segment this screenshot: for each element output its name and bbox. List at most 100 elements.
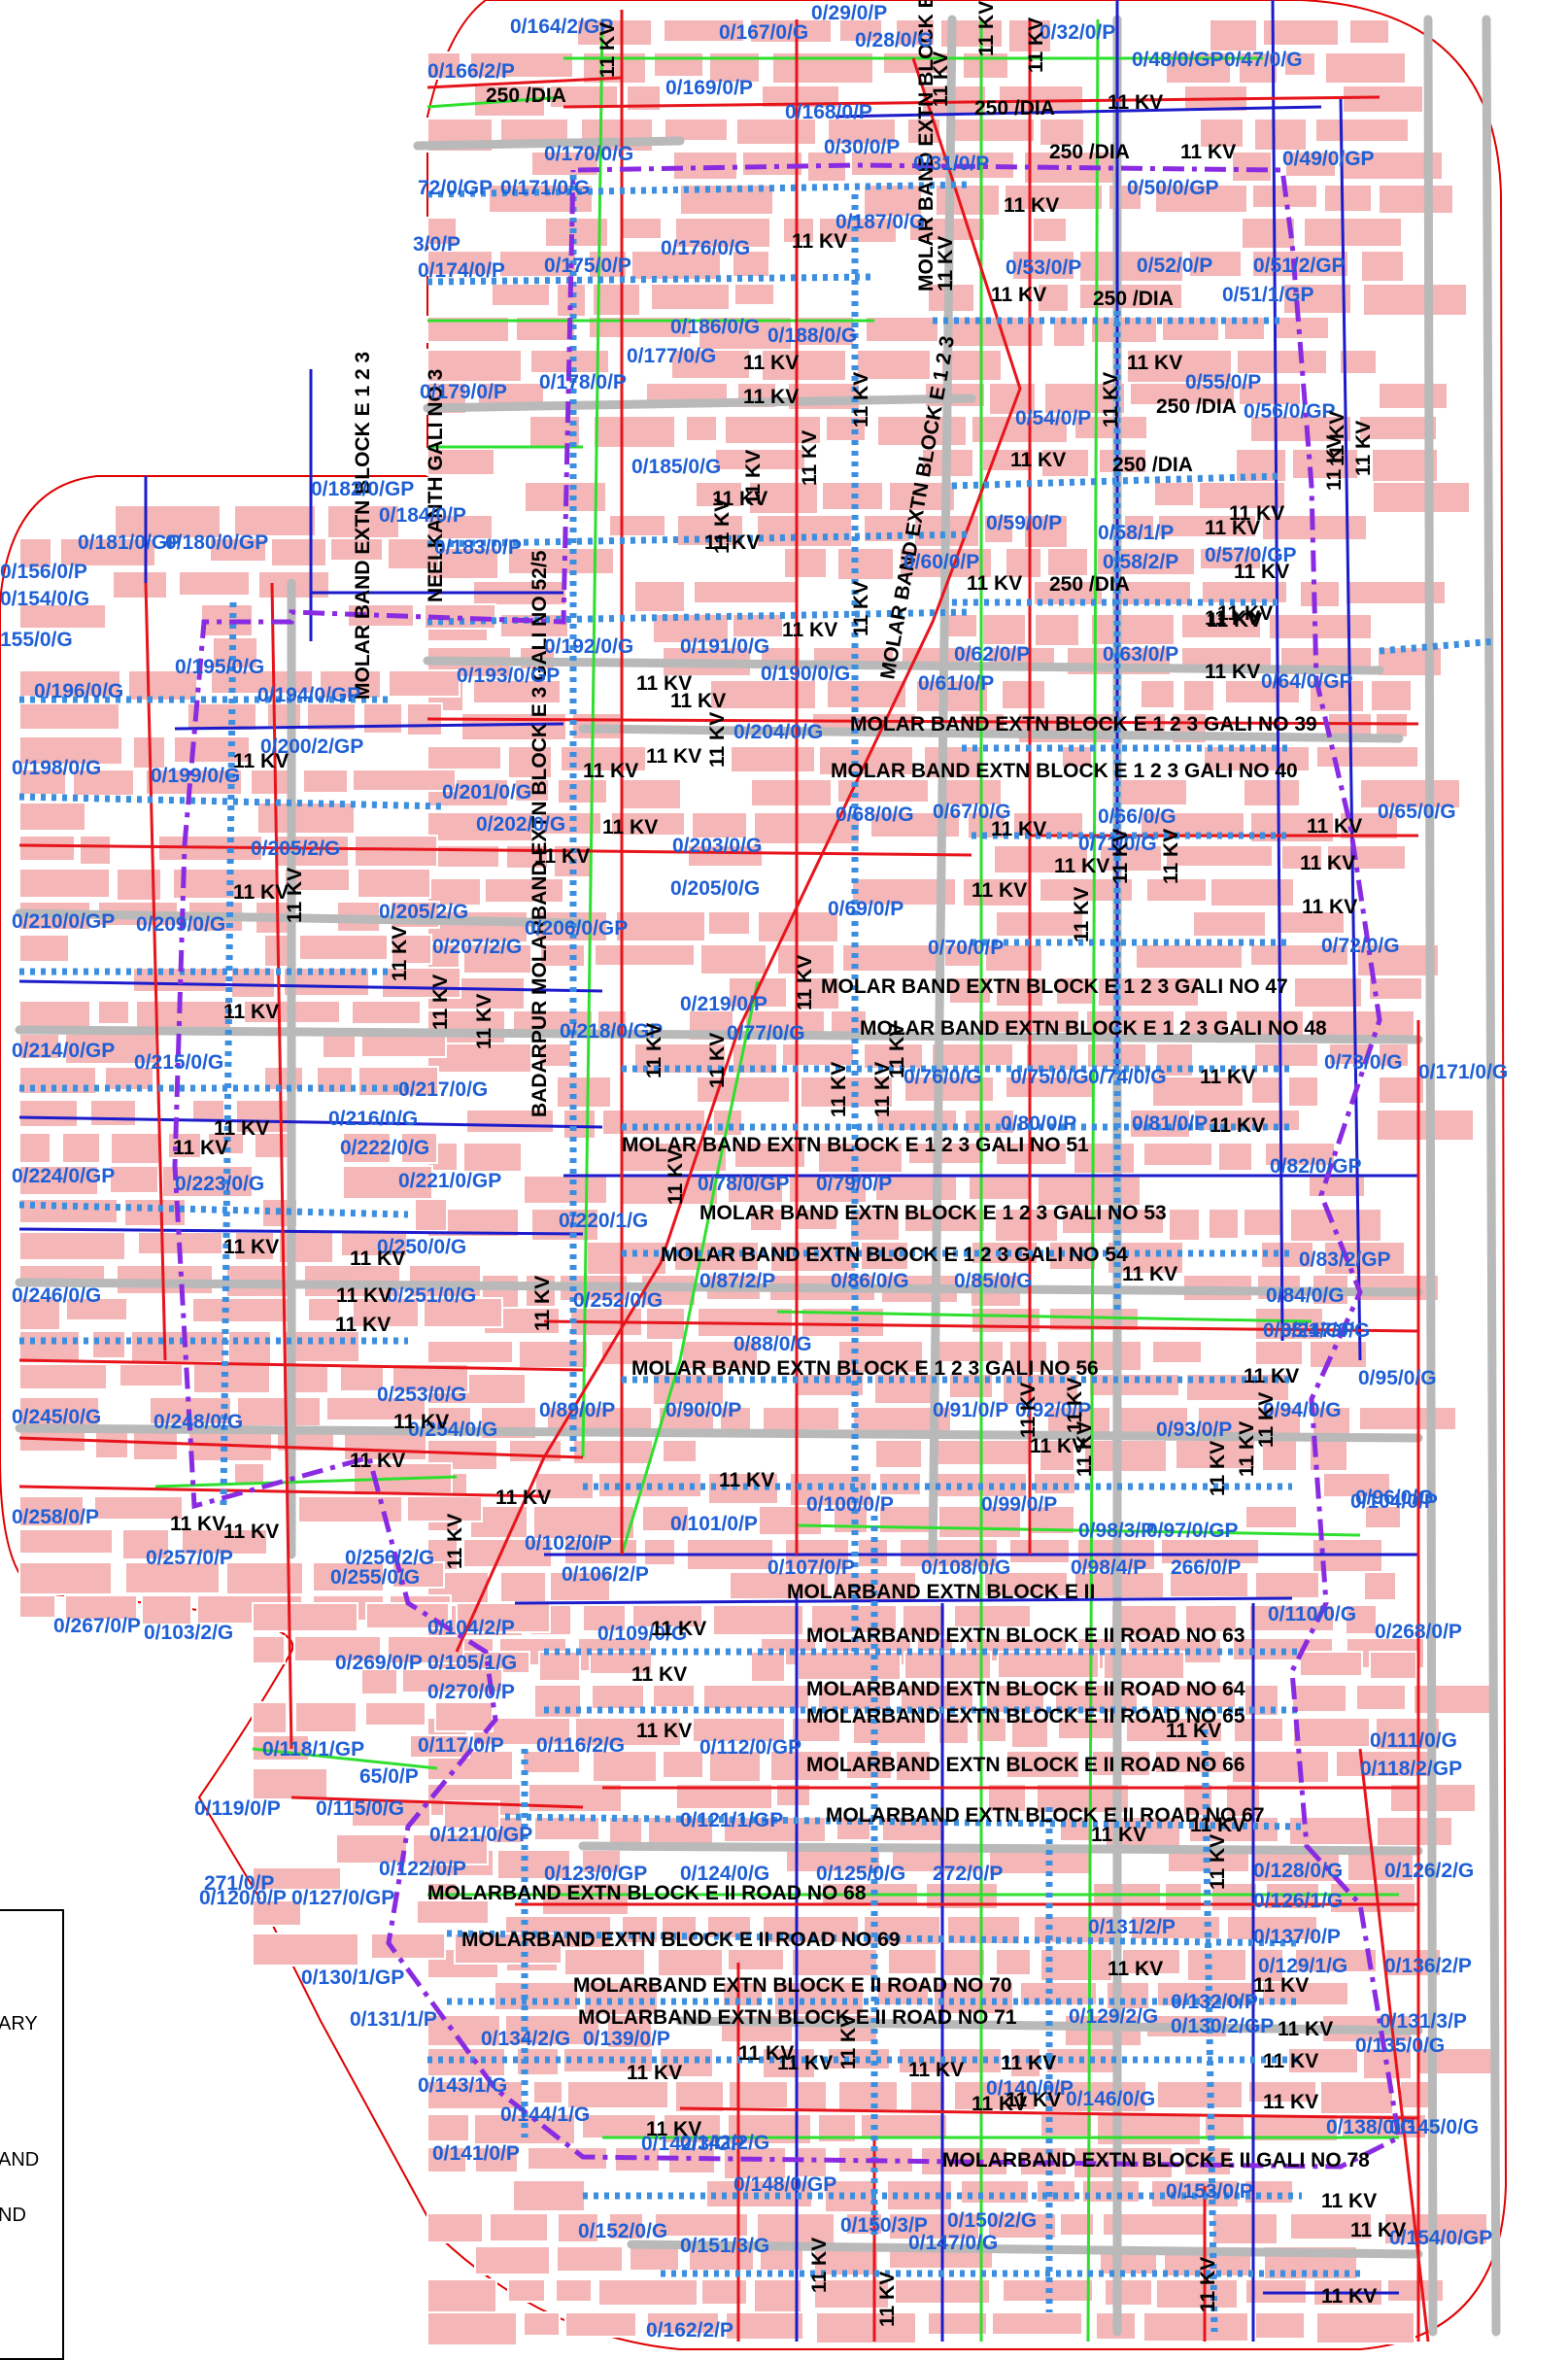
dia-label: 250 /DIA: [1156, 395, 1237, 418]
building: [145, 769, 243, 796]
building: [252, 1635, 286, 1664]
building: [1153, 481, 1195, 507]
pole-label: 0/205/2/G: [379, 901, 468, 923]
road: [928, 15, 957, 1559]
building: [1253, 1043, 1319, 1068]
building: [1129, 382, 1236, 406]
street-label: MOLARBAND EXTN BLOCK E II ROAD NO 65: [806, 1705, 1245, 1727]
pole-label: 0/118/1/GP: [262, 1738, 364, 1761]
building: [1364, 1505, 1402, 1529]
kv-label: 11 KV: [742, 450, 765, 505]
pole-label: 0/85/1/GP: [1263, 1319, 1355, 1342]
pole-label: 0/119/0/P: [194, 1797, 281, 1820]
legend-box: ARY AND ND: [0, 1909, 64, 2360]
pole-label: 0/128/0/G: [1253, 1860, 1343, 1882]
kv-label: 11 KV: [627, 2062, 682, 2084]
building: [538, 1651, 581, 1682]
pole-label: 72/0/GP: [418, 177, 493, 199]
pole-label: 0/135/0/G: [1355, 2035, 1445, 2057]
kv-label: 11 KV: [223, 1521, 279, 1543]
pole-label: 0/144/1/G: [500, 2103, 590, 2126]
road: [627, 2240, 1423, 2259]
kv-label: 11 KV: [799, 430, 821, 486]
pole-label: 0/75/0/G: [1010, 1066, 1089, 1088]
building: [496, 1849, 571, 1880]
building: [827, 118, 897, 146]
building: [971, 415, 1069, 444]
pole-label: 0/106/2/P: [562, 1563, 649, 1586]
building: [1249, 415, 1352, 443]
building: [1299, 1651, 1363, 1677]
building: [1241, 217, 1296, 250]
pole-label: 0/205/2/G: [251, 838, 340, 860]
building: [18, 1132, 51, 1164]
green-line: [1086, 18, 1100, 2343]
building: [1154, 1750, 1227, 1774]
kv-label: 11 KV: [1255, 1392, 1278, 1448]
kv-label: 11 KV: [1352, 421, 1375, 476]
kv-label: 11 KV: [1166, 1720, 1221, 1742]
building: [1154, 184, 1248, 214]
street-label: MOLARBAND EXTN BLOCK E II ROAD NO 67: [826, 1804, 1265, 1827]
kv-label: 11 KV: [719, 1469, 774, 1491]
building: [750, 1651, 786, 1683]
building: [783, 547, 828, 579]
pole-label: 0/101/0/P: [670, 1513, 758, 1535]
green-line: [581, 18, 604, 1458]
pole-label: 0/85/0/G: [954, 1270, 1033, 1292]
kv-label: 11 KV: [670, 690, 726, 712]
kv-label: 11 KV: [1108, 91, 1163, 114]
building: [1046, 547, 1089, 577]
building: [758, 1505, 823, 1536]
building: [903, 1076, 995, 1103]
pole-label: 0/78/0/GP: [698, 1173, 790, 1195]
street-label: NEELKANTH GALI NO 3: [425, 369, 447, 602]
kv-label: 11 KV: [1004, 194, 1059, 217]
building: [352, 769, 457, 792]
building: [749, 18, 833, 44]
building: [93, 1495, 184, 1521]
pole-label: 0/65/0/G: [1378, 801, 1456, 823]
pole-label: 0/116/2/G: [536, 1734, 625, 1757]
building: [674, 217, 771, 249]
building: [61, 1132, 101, 1164]
building: [1273, 316, 1330, 340]
building: [1358, 1406, 1457, 1431]
building: [434, 1701, 494, 1732]
pole-label: 0/164/2/GP: [510, 16, 613, 38]
building: [935, 184, 1001, 217]
building: [1010, 1717, 1049, 1749]
blue-line: [1339, 96, 1362, 1361]
building: [512, 2179, 586, 2212]
dotted-line: [18, 1201, 409, 1218]
pole-label: 0/87/2/P: [699, 1270, 775, 1292]
building: [110, 1132, 160, 1165]
pole-label: 0/174/0/P: [418, 259, 505, 282]
kv-label: 11 KV: [1074, 1421, 1096, 1477]
road: [423, 656, 1384, 675]
building: [1250, 1076, 1281, 1105]
kv-label: 11 KV: [1236, 1421, 1258, 1477]
building: [1359, 778, 1461, 809]
building: [953, 1604, 1032, 1628]
building: [1186, 1948, 1247, 1982]
building: [270, 537, 327, 567]
pole-label: 0/70/0/P: [928, 937, 1004, 959]
building: [504, 2014, 600, 2046]
building: [97, 1000, 130, 1025]
pole-label: 0/198/0/G: [12, 757, 101, 779]
building: [608, 514, 666, 537]
kv-label: 11 KV: [704, 531, 760, 554]
kv-label: 11 KV: [935, 236, 957, 291]
building: [776, 943, 835, 975]
building: [65, 1297, 128, 1321]
building: [1096, 2113, 1202, 2146]
building: [18, 1363, 108, 1390]
building: [252, 1767, 328, 1800]
building: [523, 1175, 608, 1205]
building: [1254, 2311, 1306, 2340]
red-line: [543, 1319, 1419, 1333]
pole-label: 0/73/0/G: [1324, 1051, 1403, 1074]
dotted-line: [504, 1813, 1303, 1830]
kv-label: 11 KV: [665, 1149, 687, 1205]
